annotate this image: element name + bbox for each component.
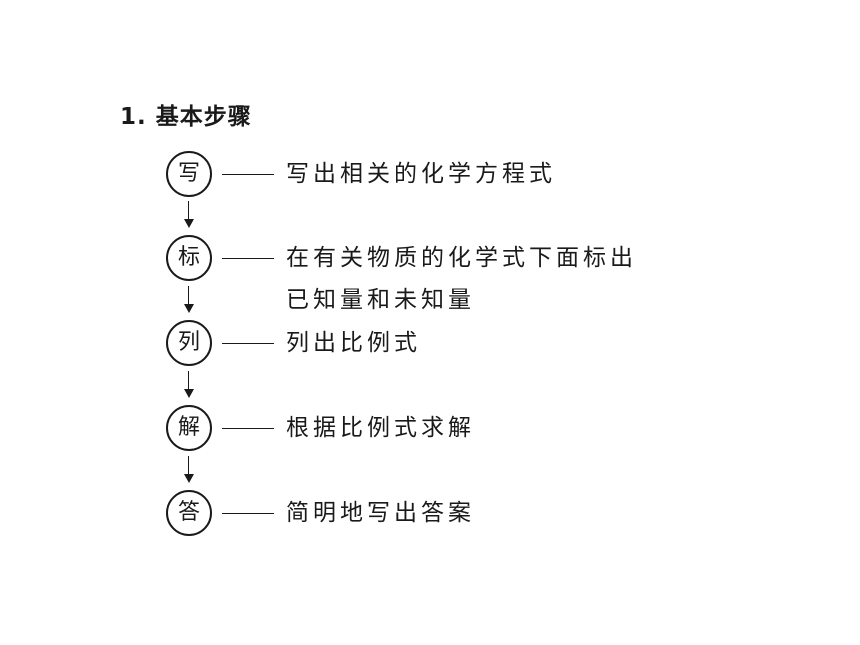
down-arrow-icon [182,456,196,483]
step-circle-set-up: 列 [166,320,212,366]
step-description-label: 在有关物质的化学式下面标出 已知量和未知量 [286,237,637,321]
step-description-line: 已知量和未知量 [286,287,475,313]
step-description-line: 简明地写出答案 [286,500,475,526]
step-connector-line [222,513,274,514]
step-connector-line [222,343,274,344]
step-connector-line [222,428,274,429]
step-description-answer: 简明地写出答案 [286,492,475,534]
step-description-line: 列出比例式 [286,330,421,356]
step-description-line: 在有关物质的化学式下面标出 [286,245,637,271]
section-heading: 1. 基本步骤 [120,104,252,130]
step-circle-label: 标 [166,235,212,281]
step-description-line: 根据比例式求解 [286,415,475,441]
down-arrow-icon [182,286,196,313]
step-description-set-up: 列出比例式 [286,322,421,364]
step-description-solve: 根据比例式求解 [286,407,475,449]
step-circle-write: 写 [166,151,212,197]
step-circle-solve: 解 [166,405,212,451]
down-arrow-icon [182,371,196,398]
step-description-write: 写出相关的化学方程式 [286,153,556,195]
step-connector-line [222,258,274,259]
step-description-line: 写出相关的化学方程式 [286,161,556,187]
step-circle-answer: 答 [166,490,212,536]
down-arrow-icon [182,201,196,228]
step-connector-line [222,174,274,175]
